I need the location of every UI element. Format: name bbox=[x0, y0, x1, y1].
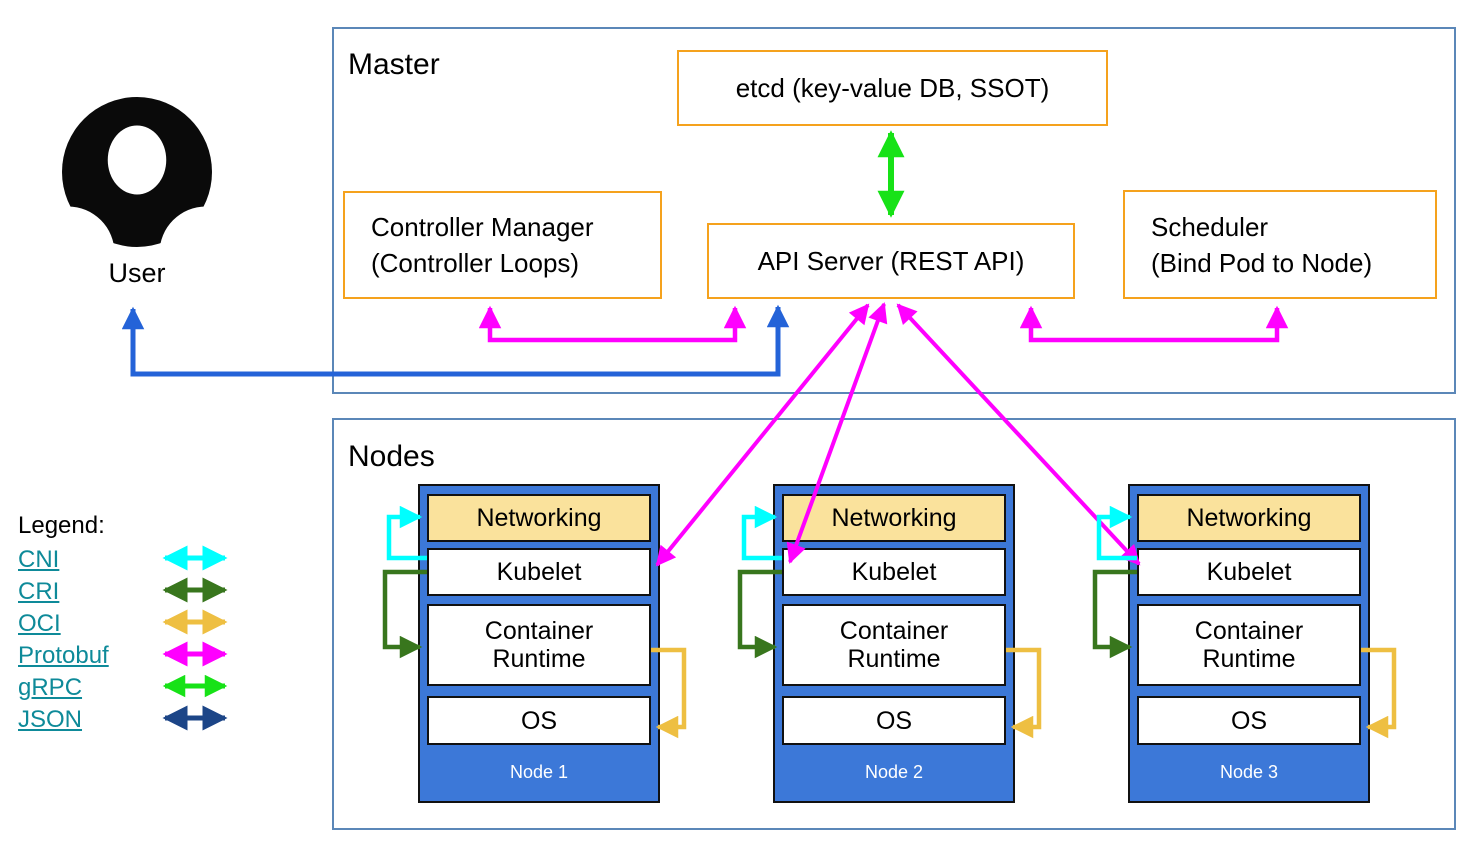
node-2-container-runtime: Container Runtime bbox=[782, 604, 1006, 686]
node-2-label: Node 2 bbox=[864, 762, 924, 782]
legend-link-cri[interactable]: CRI bbox=[18, 578, 60, 605]
node-1-os: OS bbox=[427, 696, 651, 745]
controller-manager-line1: Controller Manager bbox=[371, 212, 594, 242]
node-2-networking: Networking bbox=[782, 494, 1006, 542]
user-icon bbox=[62, 97, 212, 247]
legend-title: Legend: bbox=[18, 512, 105, 539]
node-3-container-runtime: Container Runtime bbox=[1137, 604, 1361, 686]
node-2-os: OS bbox=[782, 696, 1006, 745]
controller-manager-line2: (Controller Loops) bbox=[371, 248, 580, 278]
scheduler-box: Scheduler (Bind Pod to Node) bbox=[1123, 190, 1437, 299]
node-2: Networking Kubelet Container Runtime OS … bbox=[773, 484, 1015, 803]
node-1-networking: Networking bbox=[427, 494, 651, 542]
nodes-frame bbox=[332, 418, 1456, 830]
legend-link-protobuf[interactable]: Protobuf bbox=[18, 642, 109, 669]
node-3-os: OS bbox=[1137, 696, 1361, 745]
legend-link-cni[interactable]: CNI bbox=[18, 546, 60, 573]
scheduler-line2: (Bind Pod to Node) bbox=[1151, 247, 1373, 278]
node-1: Networking Kubelet Container Runtime OS … bbox=[418, 484, 660, 803]
master-frame bbox=[332, 27, 1456, 394]
nodes-title: Nodes bbox=[348, 440, 435, 473]
master-title: Master bbox=[348, 48, 440, 81]
api-server-label: API Server (REST API) bbox=[757, 246, 1025, 276]
etcd-box: etcd (key-value DB, SSOT) bbox=[677, 50, 1108, 126]
controller-manager-box: Controller Manager (Controller Loops) bbox=[343, 191, 662, 299]
etcd-label: etcd (key-value DB, SSOT) bbox=[735, 73, 1050, 103]
legend-link-grpc[interactable]: gRPC bbox=[18, 674, 83, 701]
legend-link-json[interactable]: JSON bbox=[18, 706, 83, 733]
user-label: User bbox=[108, 258, 166, 288]
scheduler-line1: Scheduler bbox=[1151, 211, 1269, 242]
node-1-label: Node 1 bbox=[509, 762, 569, 782]
node-3: Networking Kubelet Container Runtime OS … bbox=[1128, 484, 1370, 803]
api-server-box: API Server (REST API) bbox=[707, 223, 1075, 299]
node-1-kubelet: Kubelet bbox=[427, 548, 651, 596]
node-1-container-runtime: Container Runtime bbox=[427, 604, 651, 686]
legend-link-oci[interactable]: OCI bbox=[18, 610, 61, 637]
node-3-kubelet: Kubelet bbox=[1137, 548, 1361, 596]
node-3-networking: Networking bbox=[1137, 494, 1361, 542]
node-3-label: Node 3 bbox=[1219, 762, 1279, 782]
node-2-kubelet: Kubelet bbox=[782, 548, 1006, 596]
